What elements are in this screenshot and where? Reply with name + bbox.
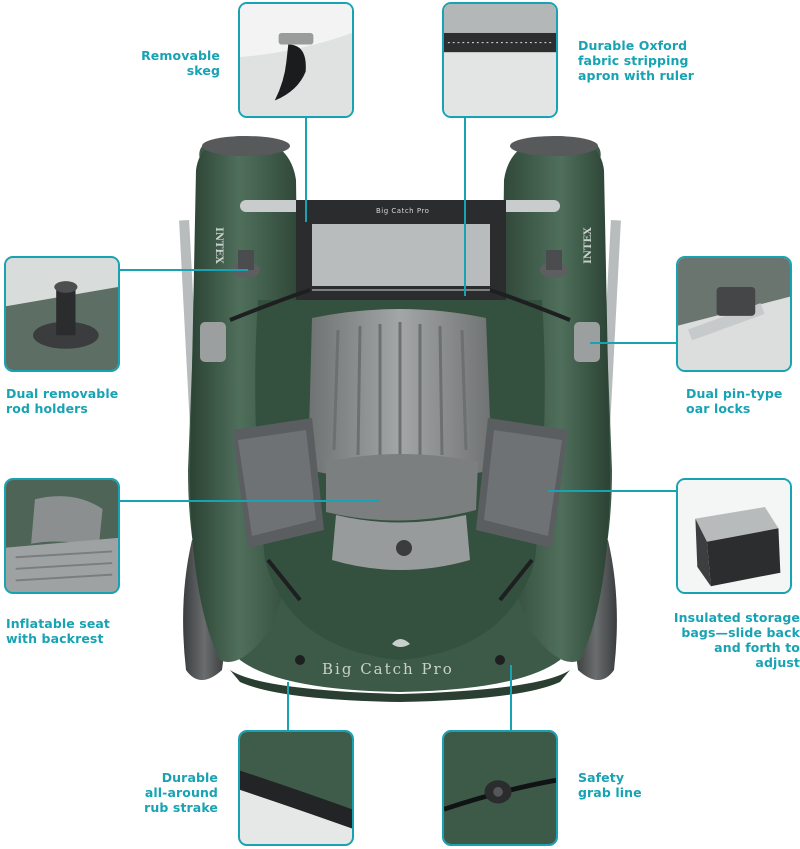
callout-rub-image [238,730,354,846]
label-rub-text: Durable all-around rub strake [144,770,218,815]
apron-brand-text: Big Catch Pro [376,207,430,215]
label-skeg: Removable skeg [120,48,220,78]
connector-grab [510,665,512,731]
connector-apron [464,116,466,296]
label-seat: Inflatable seat with backrest [6,616,126,646]
label-seat-text: Inflatable seat with backrest [6,616,111,646]
callout-grab-image [442,730,558,846]
connector-bag [548,490,678,492]
callout-apron-image [442,2,558,118]
rod-holder-closeup-icon [6,258,118,370]
seat-closeup-icon [6,480,118,592]
rub-strake-closeup-icon [240,732,352,844]
hull-brand-text: Big Catch Pro [322,660,454,678]
label-rub: Durable all-around rub strake [118,770,218,815]
grab-line-closeup-icon [444,732,556,844]
callout-oar-image [676,256,792,372]
connector-rod [118,269,248,271]
label-oar-text: Dual pin-type oar locks [686,386,783,416]
label-bag: Insulated storage bags—slide back and fo… [670,610,800,670]
connector-seat [118,500,380,502]
oar-lock-closeup-icon [678,258,790,370]
label-apron-text: Durable Oxford fabric stripping apron wi… [578,38,695,83]
callout-rod-image [4,256,120,372]
label-rod-text: Dual removable rod holders [6,386,119,416]
callout-bag-image [676,478,792,594]
maker-text-left: INTEX [212,227,224,264]
label-bag-text: Insulated storage bags—slide back and fo… [673,610,800,670]
callout-seat-image [4,478,120,594]
label-grab: Safety grab line [578,770,678,800]
label-grab-text: Safety grab line [578,770,642,800]
label-oar: Dual pin-type oar locks [686,386,800,416]
maker-text-right: INTEX [582,227,594,264]
skeg-closeup-icon [240,4,352,116]
label-rod: Dual removable rod holders [6,386,126,416]
apron-closeup-icon [444,4,556,116]
label-skeg-text: Removable skeg [141,48,220,78]
connector-oar [590,342,678,344]
connector-skeg [305,116,307,222]
label-apron: Durable Oxford fabric stripping apron wi… [578,38,698,83]
callout-skeg-image [238,2,354,118]
connector-rub [287,682,289,730]
storage-bag-closeup-icon [678,480,790,592]
